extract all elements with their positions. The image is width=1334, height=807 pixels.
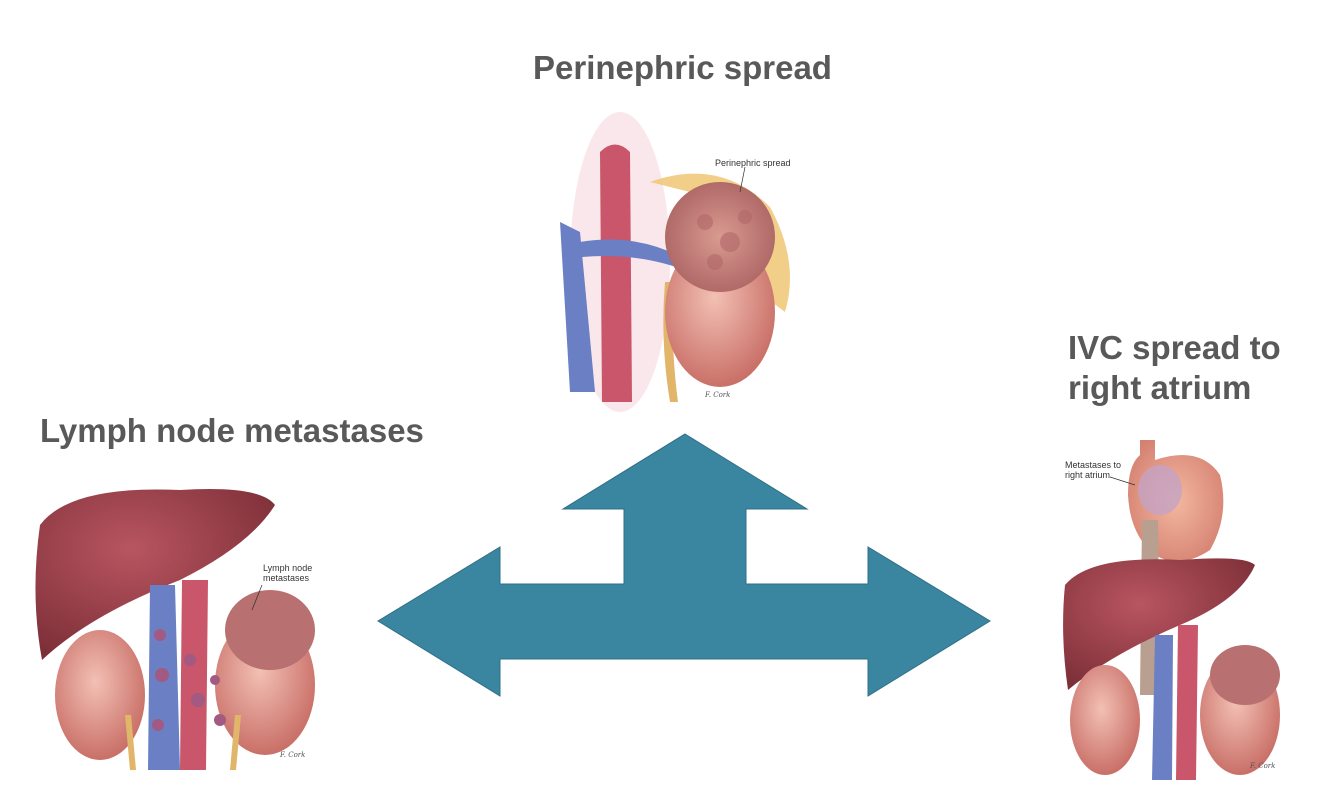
lymph-nodes: [152, 629, 226, 731]
aorta-vessel: [180, 580, 208, 770]
perinephric-spread-illustration: Perinephric spread F. Cork: [560, 112, 791, 412]
callout-lymph-node-line2: metastases: [263, 573, 310, 583]
ivc-vessel: [1152, 635, 1173, 780]
heading-ivc-spread-line2: right atrium: [1068, 369, 1252, 406]
liver: [1063, 558, 1255, 690]
heading-lymph-node-metastases: Lymph node metastases: [40, 412, 424, 449]
heading-ivc-spread-line1: IVC spread to: [1068, 329, 1281, 366]
callout-lymph-node-line1: Lymph node: [263, 563, 312, 573]
callout-perinephric-spread: Perinephric spread: [715, 158, 791, 168]
ivc-vessel: [560, 222, 595, 392]
aorta-vessel: [1176, 625, 1198, 780]
lymph-node-metastases-illustration: Lymph node metastases F. Cork: [35, 489, 315, 770]
aorta-vessel: [600, 144, 632, 402]
ivc-spread-illustration: Metastases to right atrium F. Cork: [1063, 440, 1280, 780]
arrow-shape: [377, 433, 991, 697]
tumor: [665, 182, 775, 292]
right-atrium: [1138, 465, 1182, 515]
heading-perinephric-spread: Perinephric spread: [533, 49, 832, 86]
tumor: [1210, 645, 1280, 705]
heading-ivc-spread: IVC spread to right atrium: [1068, 328, 1281, 408]
artist-signature: F. Cork: [279, 751, 305, 759]
artist-signature: F. Cork: [1249, 762, 1275, 770]
tumor: [225, 590, 315, 670]
callout-right-atrium-line1: Metastases to: [1065, 460, 1121, 470]
kidney-left: [55, 630, 145, 760]
kidney-left: [1070, 665, 1140, 775]
callout-right-atrium-line2: right atrium: [1065, 470, 1110, 480]
artist-signature: F. Cork: [704, 391, 730, 399]
liver: [35, 489, 275, 660]
